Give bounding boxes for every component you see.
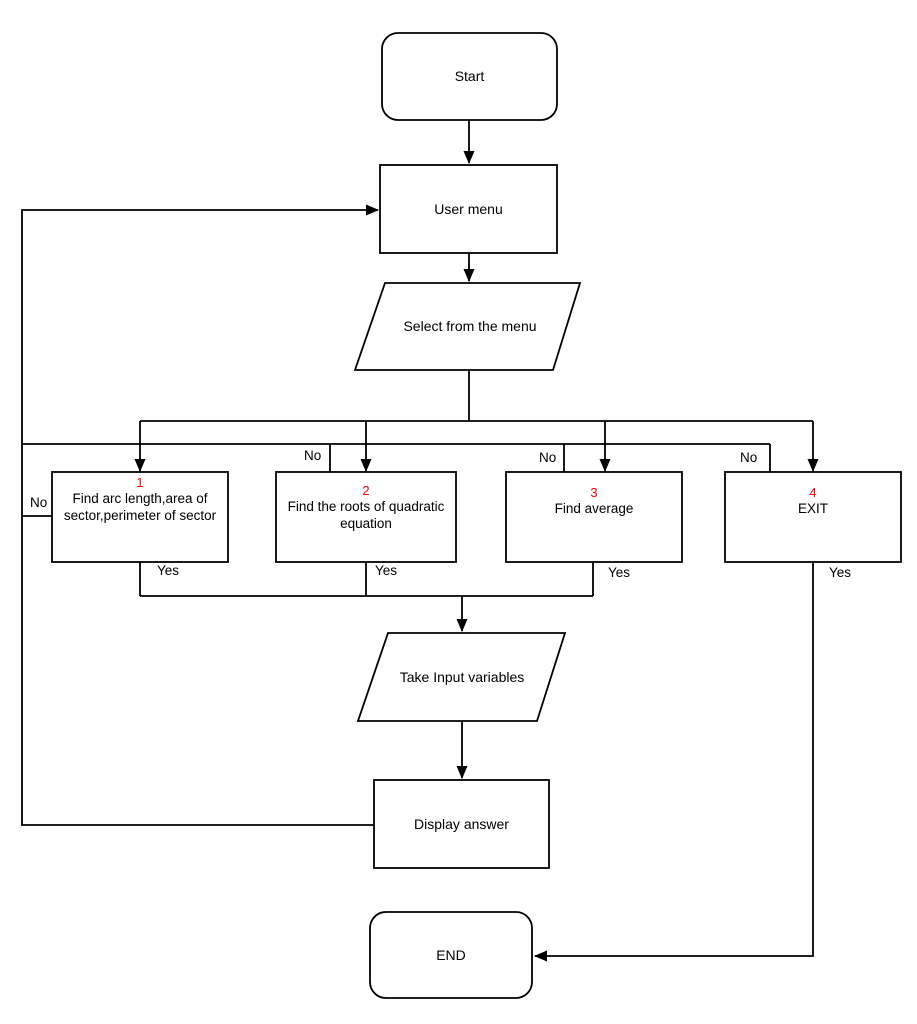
select-menu-node-shape: [353, 282, 582, 371]
display-answer-node-shape: [373, 779, 550, 869]
option2-node-shape: [275, 471, 457, 563]
user-menu-node-shape: [379, 164, 558, 254]
edge-yes-merge-line: [139, 562, 594, 597]
option3-node-shape: [505, 471, 683, 563]
edge-display-answer-loop-to-user-menu: [21, 204, 379, 826]
option1-node-shape: [51, 471, 229, 563]
edge-exit-yes-to-end: [534, 562, 814, 962]
edge-select-menu-distribution-line: [140, 370, 813, 422]
start-node-shape: [381, 32, 558, 121]
end-node-shape: [369, 911, 533, 999]
take-input-node-shape: [356, 632, 567, 722]
option4-node-shape: [724, 471, 902, 563]
